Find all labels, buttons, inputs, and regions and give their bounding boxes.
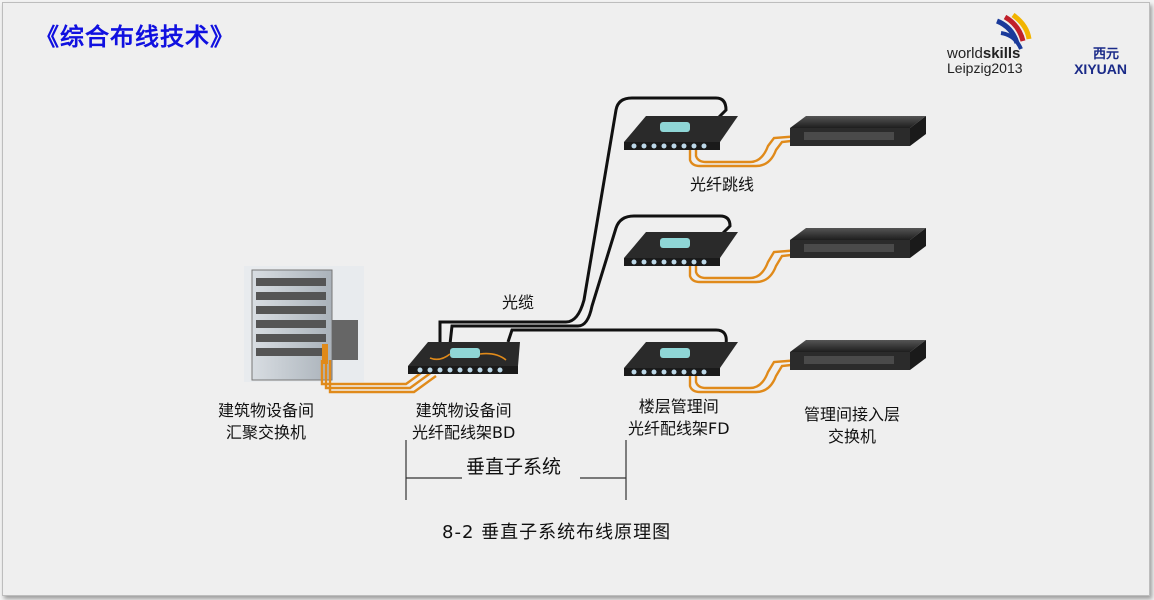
label-vertical-subsystem: 垂直子系统 xyxy=(466,456,562,478)
slide-title: 《综合布线技术》 xyxy=(35,23,235,51)
worldskills-skills: skills xyxy=(982,45,1021,62)
fd-fiber-panel-3 xyxy=(624,342,738,376)
label-fiber-jumper: 光纤跳线 xyxy=(690,175,755,194)
xiyuan-cn: 西元 xyxy=(1092,47,1119,62)
label-access-line2: 交换机 xyxy=(828,427,877,446)
worldskills-ribbon-icon xyxy=(995,13,1032,50)
label-fd: 楼层管理间 光纤配线架FD xyxy=(628,396,730,440)
aggregation-switch-rack xyxy=(244,266,364,382)
label-agg-line2: 汇聚交换机 xyxy=(226,423,307,442)
logo-area: worldskills Leipzig2013 西元 XIYUAN xyxy=(947,13,1127,83)
bd-fiber-panel xyxy=(408,342,520,374)
label-optical-cable: 光缆 xyxy=(502,293,535,312)
label-bd-line2: 光纤配线架BD xyxy=(412,423,516,442)
worldskills-world: world xyxy=(947,45,983,62)
label-access-line1: 管理间接入层 xyxy=(804,405,901,424)
fd-fiber-panel-2 xyxy=(624,232,738,266)
figure-caption: 8-2 垂直子系统布线原理图 xyxy=(442,522,672,543)
access-switch-1 xyxy=(790,116,926,146)
access-switch-3 xyxy=(790,340,926,370)
xiyuan-en: XIYUAN xyxy=(1074,61,1127,77)
vertical-subsystem-bracket xyxy=(405,440,627,500)
label-agg-line1: 建筑物设备间 xyxy=(218,401,315,420)
label-agg-switch: 建筑物设备间 汇聚交换机 xyxy=(218,400,314,444)
worldskills-wordmark: worldskills Leipzig2013 xyxy=(947,45,1023,76)
label-bd-line1: 建筑物设备间 xyxy=(415,401,512,420)
label-access-switch: 管理间接入层 交换机 xyxy=(804,404,900,448)
fd-fiber-panel-1 xyxy=(624,116,738,150)
label-fd-line1: 楼层管理间 xyxy=(638,397,719,416)
access-switch-2 xyxy=(790,228,926,258)
fiber-rack-to-bd xyxy=(320,360,437,394)
fiber-jumpers xyxy=(688,134,801,394)
label-fd-line2: 光纤配线架FD xyxy=(628,419,730,438)
worldskills-leipzig: Leipzig2013 xyxy=(947,60,1023,76)
label-bd: 建筑物设备间 光纤配线架BD xyxy=(412,400,515,444)
